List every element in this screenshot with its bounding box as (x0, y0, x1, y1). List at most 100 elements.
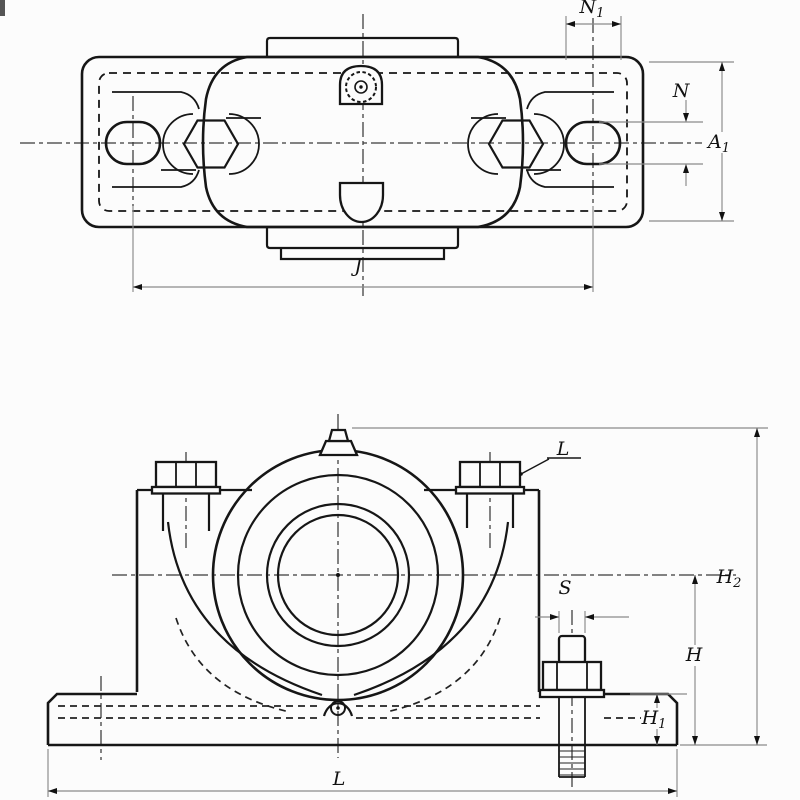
arrowhead (683, 113, 689, 122)
dim-label-n1: N1 (579, 0, 605, 21)
nut-facets (556, 662, 588, 690)
mounting-slot-left (104, 120, 162, 166)
oil-plug-boss (338, 181, 385, 224)
thread-lines (559, 750, 585, 776)
bottom-dowel-boss (322, 702, 354, 717)
washer-arc-right (533, 113, 565, 175)
cap-bottom-flange (265, 227, 460, 250)
dim-h2-lines (352, 427, 768, 745)
hex-nut (541, 660, 603, 692)
bearing-inner-ring (265, 502, 411, 648)
label-mask (641, 708, 673, 729)
hidden-lines (58, 617, 648, 719)
label-mask (681, 645, 707, 666)
slot-boss-right-top (526, 91, 614, 110)
dim-n1-lines (565, 16, 622, 60)
dim-label-h1: H1 (641, 707, 667, 732)
slot-boss-right-bottom (526, 169, 614, 188)
washer-arc-right (228, 113, 260, 175)
foot-left-outline (46, 692, 137, 745)
mounting-slot-right (564, 120, 622, 166)
cap-bolt-leader: L (519, 438, 581, 476)
boss-edge-lines (161, 117, 261, 171)
arrowhead (550, 614, 559, 620)
arrowhead (566, 21, 575, 27)
cap-bolt-left-front-view (150, 460, 222, 495)
bolt-shank (558, 697, 586, 745)
arrowhead (683, 164, 689, 173)
slot-boss-left-bottom (112, 169, 200, 188)
bolt-boss-sides (161, 493, 515, 531)
hex-bolt-head (458, 460, 522, 489)
spring-washer (454, 485, 526, 495)
dim-label-a1: A1 (706, 131, 730, 156)
arrowhead (612, 21, 621, 27)
bearing-outer-ring (236, 473, 440, 677)
mounting-slots-top-view (104, 91, 622, 188)
cap-bolt-left-top-view (161, 113, 261, 175)
dim-j-lines (132, 206, 594, 292)
dim-l-lines (47, 749, 678, 797)
anchor-bolt-front-view (538, 634, 606, 778)
dim-label-h2: H2 (716, 566, 742, 591)
pedestal-fillet-right (353, 521, 510, 697)
hex-facets (175, 462, 197, 487)
cap-bottom-flange-step (279, 248, 446, 261)
dim-label-j: J (350, 255, 363, 277)
arrowhead (654, 694, 660, 703)
arrowhead (48, 788, 57, 794)
cap-bolt-right-front-view (454, 460, 526, 495)
washer-arc-left (162, 113, 194, 175)
arrowhead (719, 212, 725, 221)
cap-bolt-right-top-view (467, 113, 565, 175)
grease-fitting-front-view (318, 428, 359, 457)
hex-bolt-head (154, 460, 218, 489)
bolt-shank-top (557, 634, 587, 665)
scan-artifact (0, 0, 5, 16)
hidden-cavity-curve-left (175, 617, 291, 713)
hex-facets (479, 462, 501, 487)
arrowhead (692, 736, 698, 745)
washer (538, 688, 606, 699)
cap-top-flange (265, 36, 460, 57)
slot-boss-left-top (112, 91, 200, 110)
leader-label: L (556, 438, 570, 460)
arrowhead (719, 62, 725, 71)
arrowhead (754, 428, 760, 437)
arrowhead (668, 788, 677, 794)
dim-s-lines (535, 611, 629, 633)
hex-bolt-head (182, 119, 240, 169)
grease-nipple-center (359, 85, 363, 89)
front-view-dimensions: S H H1 H2 L (47, 427, 768, 797)
dim-n-lines (599, 100, 703, 186)
top-view: N1 N A1 J (20, 0, 740, 296)
bore-center (336, 573, 340, 577)
washer-arc-left (467, 113, 499, 175)
grease-fitting-tip (327, 428, 350, 443)
grease-nipple-hole (354, 80, 368, 94)
bolt-thread-end (558, 745, 586, 778)
hex-bolt-head (487, 119, 545, 169)
arrowhead (692, 575, 698, 584)
dim-label-n: N (672, 80, 691, 102)
pedestal-fillet-left (166, 521, 323, 697)
dim-label-l: L (332, 768, 346, 790)
hidden-cavity-curve-right (385, 617, 501, 713)
grease-fitting-base (318, 439, 359, 457)
shaft-bore (276, 513, 400, 637)
arrowhead (584, 284, 593, 290)
boss-edge-lines (471, 117, 561, 171)
grease-nipple-knurl (345, 71, 377, 103)
leader-dot (519, 472, 523, 476)
leader-line (520, 457, 581, 475)
arrowhead (754, 736, 760, 745)
bearing-cap-top-view (201, 36, 525, 261)
spring-washer (150, 485, 222, 495)
cap-outline (201, 55, 525, 229)
arrowhead (585, 614, 594, 620)
bottom-dowel-center (336, 706, 340, 710)
top-view-dimensions: N1 N A1 J (132, 0, 740, 292)
label-mask (702, 132, 740, 153)
